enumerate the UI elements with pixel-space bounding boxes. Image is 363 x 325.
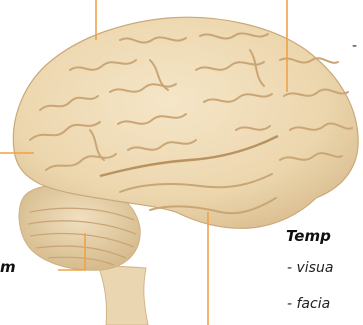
brain-stem bbox=[98, 265, 148, 325]
label-dash-right: - bbox=[352, 38, 357, 54]
label-temporal-item-1: - visua bbox=[287, 260, 333, 276]
label-cerebellum-fragment: m bbox=[0, 258, 16, 276]
label-temporal-item-2: - facia bbox=[287, 296, 330, 312]
label-temporal-heading: Temp bbox=[286, 227, 331, 245]
